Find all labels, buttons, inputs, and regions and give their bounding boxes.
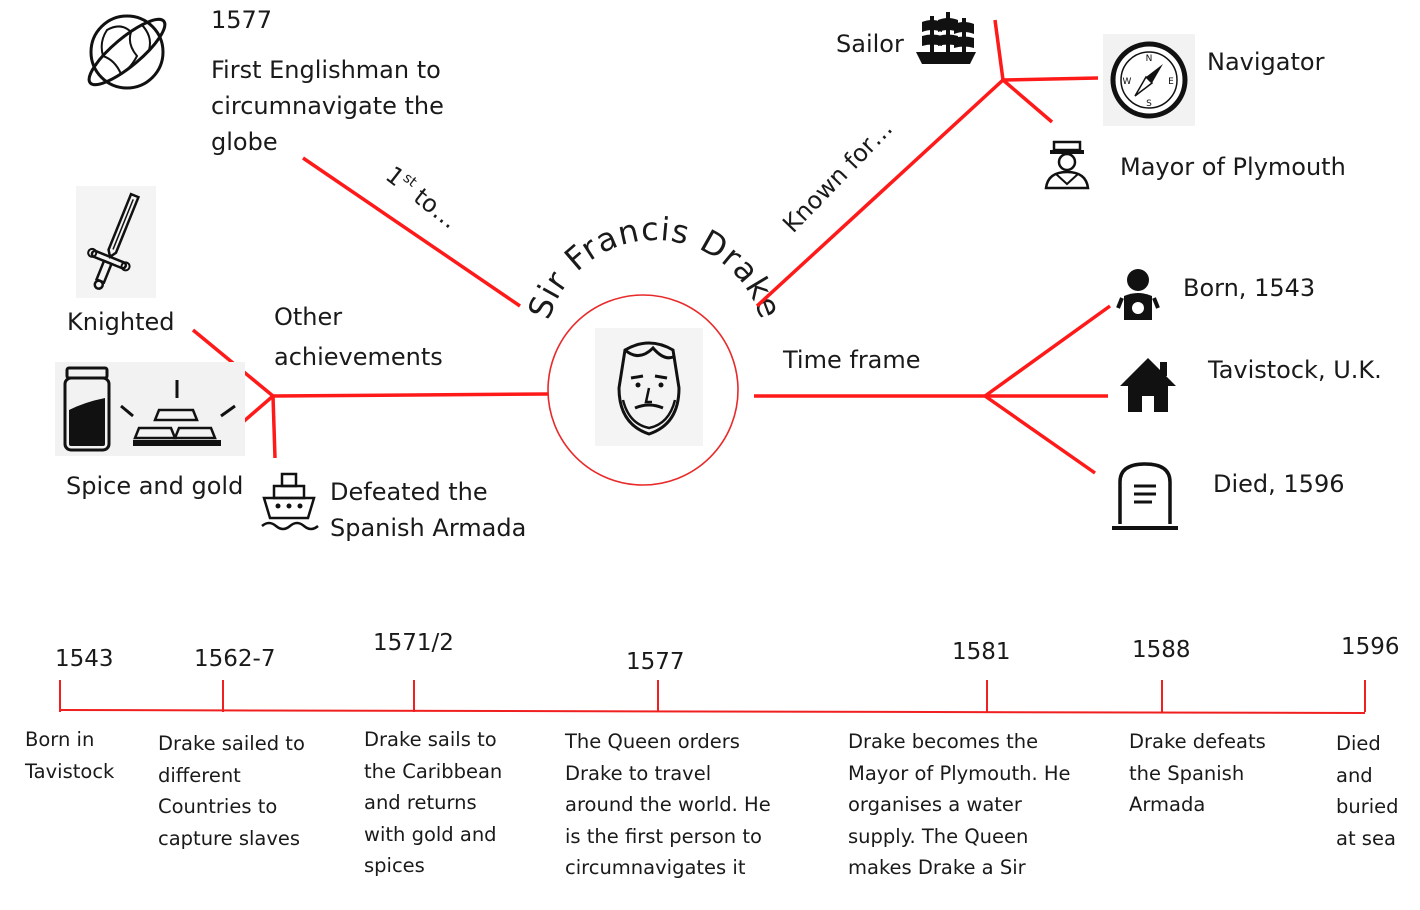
center-title: Sir Francis Drake (520, 210, 789, 324)
timeline-axis (59, 709, 1366, 714)
baby-icon (1116, 269, 1160, 320)
branch-label-known-for: Known for… (777, 114, 898, 238)
time-frame-tavistock: Tavistock, U.K. (1208, 356, 1382, 384)
known-for-mayor: Mayor of Plymouth (1120, 153, 1346, 181)
branch-label-other-achievements: Other achievements (274, 303, 443, 371)
known-for-sailor: Sailor (836, 30, 904, 58)
svg-text:W: W (1123, 77, 1132, 87)
bearded-man-face-icon (595, 328, 703, 446)
timeline-year: 1588 (1132, 637, 1191, 663)
timeline-year: 1571/2 (373, 630, 454, 656)
branch-line-mayor (1001, 78, 1054, 124)
timeline-year: 1581 (952, 639, 1011, 665)
center-circle (547, 294, 739, 486)
timeline-event-text: Drake defeats the Spanish Armada (1129, 730, 1266, 816)
branch-line-navigator (1002, 76, 1099, 82)
gravestone-icon (1112, 462, 1178, 530)
spice-jar-and-gold-icon (55, 362, 245, 456)
time-frame-died: Died, 1596 (1213, 470, 1345, 498)
branch-line-died (983, 394, 1097, 475)
globe-icon (87, 14, 167, 90)
branch-line-first-to (302, 156, 521, 308)
ship-icon (261, 472, 319, 531)
timeline-year: 1543 (55, 646, 114, 672)
achievement-knighted: Knighted (67, 308, 175, 336)
timeline-event-text: Drake sailed to different Countries to c… (158, 732, 305, 850)
branch-line-sailor (993, 19, 1005, 81)
achievement-spice-gold: Spice and gold (66, 472, 244, 500)
known-for-navigator: Navigator (1207, 48, 1325, 76)
house-icon (1120, 358, 1176, 412)
timeline-event-text: Died and buried at sea (1336, 732, 1399, 850)
svg-text:N: N (1146, 54, 1153, 64)
timeline-year: 1596 (1341, 634, 1400, 660)
svg-text:E: E (1168, 77, 1174, 87)
branch-line-known-for (755, 78, 1005, 308)
time-frame-born: Born, 1543 (1183, 274, 1316, 302)
timeline-event-text: The Queen orders Drake to travel around … (565, 730, 771, 879)
timeline-event-text: Born in Tavistock (25, 728, 115, 783)
timeline (59, 680, 1366, 714)
achievement-armada: Defeated the Spanish Armada (330, 478, 527, 542)
mayor-icon (1044, 140, 1090, 190)
branch-line-other-achievements (272, 392, 549, 398)
timeline-year: 1577 (626, 649, 685, 675)
branch-label-time-frame: Time frame (783, 346, 921, 374)
timeline-year: 1562-7 (194, 646, 276, 672)
sword-icon (76, 186, 156, 298)
timeline-event-text: Drake sails to the Caribbean and returns… (364, 728, 503, 877)
branch-line-armada (271, 395, 277, 459)
first-to-text: First Englishman to circumnavigate the g… (211, 56, 444, 156)
svg-text:S: S (1146, 99, 1152, 109)
branch-label-first-to: 1st to… (380, 161, 463, 235)
compass-icon: N S W E (1103, 34, 1195, 126)
first-to-year: 1577 (211, 6, 273, 34)
sailing-ship-icon (916, 12, 976, 64)
branch-line-born (983, 304, 1112, 398)
timeline-event-text: Drake becomes the Mayor of Plymouth. He … (848, 730, 1071, 879)
